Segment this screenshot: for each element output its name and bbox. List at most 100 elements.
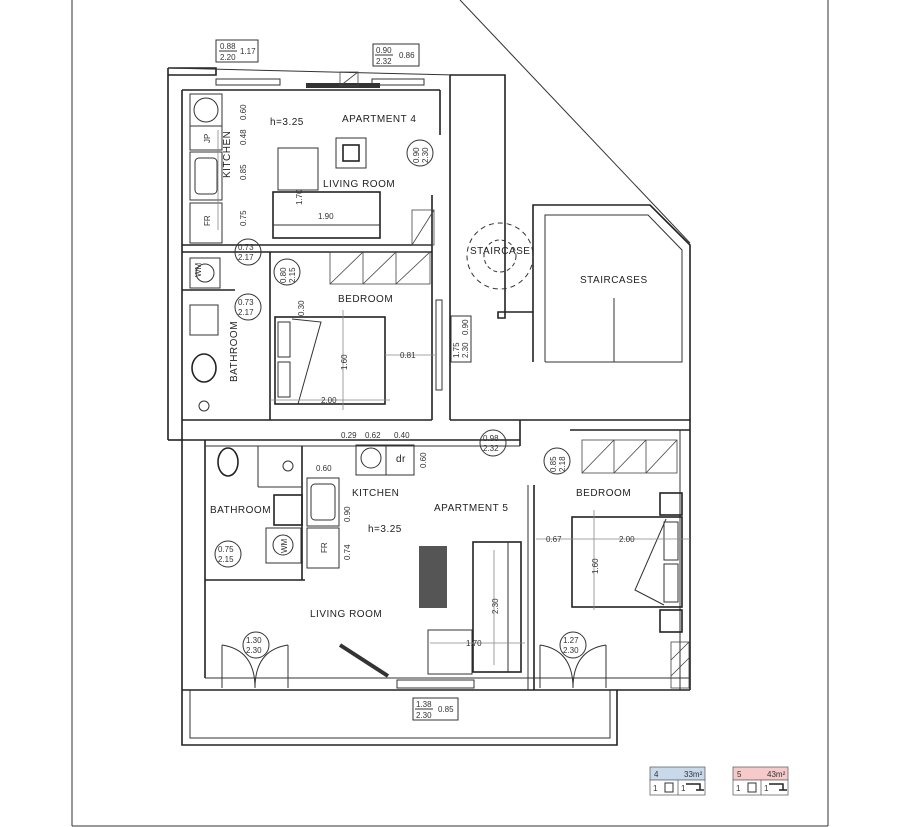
- room-label-living: LIVING ROOM: [310, 609, 382, 620]
- sink-icon: [189, 151, 223, 201]
- door-tag: 1.27 2.30: [559, 631, 587, 659]
- room-label-bathroom: BATHROOM: [229, 321, 240, 382]
- window-sill: 0.90: [461, 319, 470, 335]
- toilet-icon: [217, 447, 239, 477]
- door-width: 1.30: [246, 636, 262, 645]
- dimension: 2.00: [619, 535, 635, 544]
- sheet-frame: [71, 0, 829, 827]
- window-height: 2.30: [461, 342, 470, 358]
- door-tag: 0.90 2.30: [406, 139, 434, 167]
- dimension: 0.60: [239, 104, 248, 120]
- table-icon: [427, 629, 473, 675]
- sofa-icon: [472, 541, 522, 673]
- door-tag: 0.85 2.18: [543, 447, 571, 475]
- appliance-label: FR: [320, 542, 329, 553]
- bath-icon: [686, 783, 704, 791]
- door-tag: 0.98 2.32: [479, 429, 507, 457]
- dimension: 0.67: [546, 535, 562, 544]
- door-width: 1.27: [563, 636, 579, 645]
- door-height: 2.32: [483, 444, 499, 453]
- bed-icon: [571, 516, 683, 608]
- legend-apartment-4: 4 33m² 1 1: [649, 766, 706, 796]
- rug-icon: [419, 546, 447, 608]
- apartment-title: APARTMENT 4: [342, 114, 416, 125]
- dimension: 2.00: [321, 396, 337, 405]
- appliance-label: FR: [203, 215, 212, 226]
- dimension: 0.62: [365, 431, 381, 440]
- bedroom-door-icon: [539, 644, 607, 689]
- sofa-icon: [272, 191, 381, 239]
- dimension: 0.60: [316, 464, 332, 473]
- door-height: 2.30: [421, 147, 430, 163]
- legend-apartment-number: 4: [654, 770, 659, 779]
- door-width: 0.73: [238, 298, 254, 307]
- washing-machine-icon: [189, 257, 221, 289]
- door-tag: 0.73 2.17: [234, 238, 262, 266]
- door-tag: 1.30 2.30: [242, 631, 270, 659]
- apartment-title: APARTMENT 5: [434, 503, 508, 514]
- staircase-core: [450, 74, 691, 421]
- dimension: 0.29: [341, 431, 357, 440]
- room-height: h=3.25: [368, 524, 402, 535]
- dimension: 0.75: [239, 210, 248, 226]
- legend-bed-count: 1: [653, 784, 658, 793]
- legend-apartment-number: 5: [737, 770, 742, 779]
- legend-bath-count: 1: [764, 784, 769, 793]
- washbasin-icon: [273, 494, 303, 526]
- labels: 0.88 2.20 1.17 0.90 2.32 0.86 h=3.25 APA…: [194, 39, 647, 721]
- dimension: 0.90: [343, 506, 352, 522]
- room-label-living: LIVING ROOM: [323, 179, 395, 190]
- legend-apartment-5: 5 43m² 1 1: [732, 766, 789, 796]
- dimension: 0.30: [297, 300, 306, 316]
- door-width: 0.73: [238, 243, 254, 252]
- stove-icon: [189, 93, 223, 127]
- dimension: 0.40: [394, 431, 410, 440]
- door-height: 2.17: [238, 308, 254, 317]
- room-height: h=3.25: [270, 117, 304, 128]
- appliance-label: JP: [203, 134, 212, 143]
- door-height: 2.30: [246, 646, 262, 655]
- staircase-label: STAIRCASE: [470, 246, 530, 257]
- dimension: 0.85: [239, 164, 248, 180]
- door-width: 0.75: [218, 545, 234, 554]
- dimension: 0.48: [239, 129, 248, 145]
- door-width: 0.80: [279, 267, 288, 283]
- bed-icon: [274, 316, 386, 405]
- bed-icon: [747, 782, 757, 793]
- bed-icon: [664, 782, 674, 793]
- window-tag: 1.75 2.30 0.90: [450, 315, 472, 363]
- door-height: 2.18: [558, 456, 567, 472]
- apartment-4-furniture: [189, 93, 435, 412]
- table-icon: [277, 147, 319, 191]
- fridge-icon: [189, 202, 223, 244]
- washing-machine-icon: [265, 527, 302, 564]
- apartment-5-furniture: [217, 444, 690, 689]
- legend-bed-count: 1: [736, 784, 741, 793]
- shower-drain-icon: [198, 400, 210, 412]
- room-label-bedroom: BEDROOM: [338, 294, 393, 305]
- stove-icon: [355, 444, 387, 476]
- window-width: 0.88: [220, 42, 236, 51]
- washbasin-icon: [189, 304, 219, 336]
- nightstand-icon: [659, 609, 683, 633]
- bath-icon: [769, 783, 787, 791]
- window-sill: 0.85: [438, 705, 454, 714]
- shower-drain-icon: [282, 460, 294, 472]
- dimension: 1.70: [295, 189, 304, 205]
- room-label-kitchen: KITCHEN: [222, 131, 233, 178]
- room-label-bedroom: BEDROOM: [576, 488, 631, 499]
- door-width: 0.85: [549, 456, 558, 472]
- door-width: 0.98: [483, 434, 499, 443]
- window-tag: 1.38 2.30 0.85: [412, 697, 459, 721]
- dimension: 1.70: [466, 639, 482, 648]
- dimension: 1.90: [318, 212, 334, 221]
- door-height: 2.15: [218, 555, 234, 564]
- window-height: 2.32: [376, 57, 392, 66]
- nightstand-icon: [659, 492, 683, 516]
- appliance-label: dr: [396, 454, 406, 465]
- appliance-label: WM: [194, 262, 203, 277]
- dimension: 1.60: [591, 558, 600, 574]
- window-height: 2.30: [416, 711, 432, 720]
- dimension: 2.30: [491, 598, 500, 614]
